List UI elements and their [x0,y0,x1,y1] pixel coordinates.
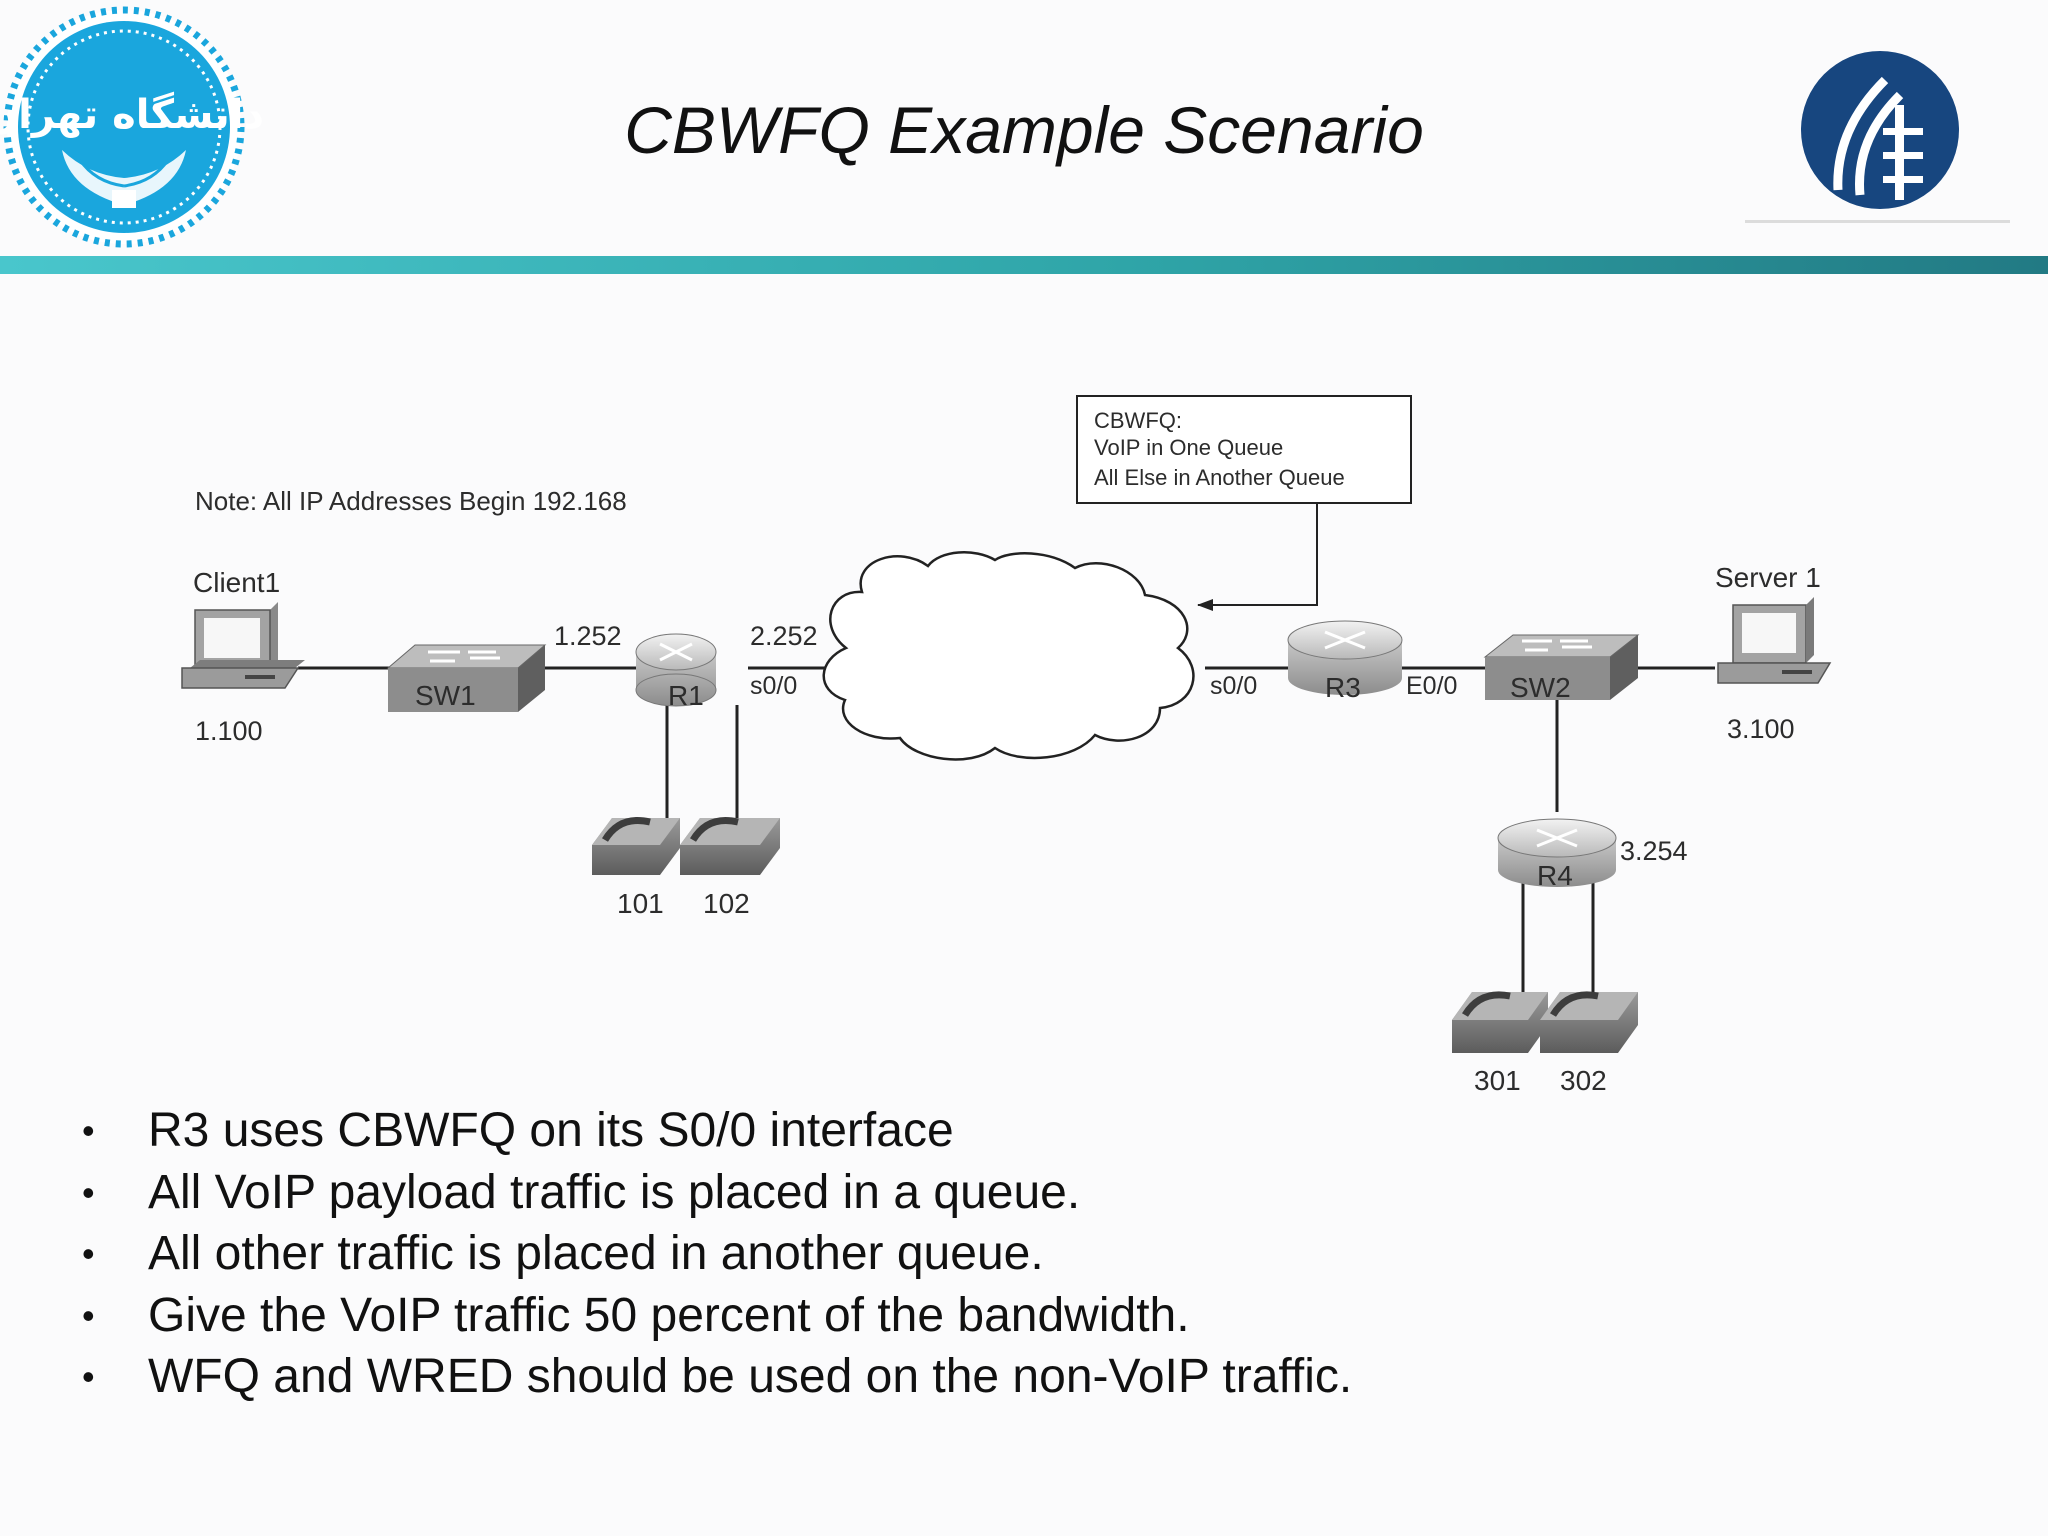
r3-router-icon [1287,620,1403,695]
r1-router-icon [635,633,717,707]
bullet-item: • All other traffic is placed in another … [82,1223,1352,1285]
server1-address: 3.100 [1727,714,1795,744]
cbwfq-callout: CBWFQ: VoIP in One Queue All Else in Ano… [1076,395,1412,611]
r1-wan-address: 2.252 [750,621,818,651]
callout-line-2: VoIP in One Queue [1094,435,1283,460]
bullet-text: All other traffic is placed in another q… [148,1227,1044,1280]
callout-arrow [1197,503,1318,611]
sw1-label: SW1 [415,680,476,711]
server1-computer-icon [1717,597,1832,684]
sw2-label: SW2 [1510,672,1571,703]
sw1-switch-icon [386,644,547,712]
r4-label: R4 [1537,860,1573,891]
header-divider [0,256,2048,274]
callout-line-3: All Else in Another Queue [1094,465,1345,490]
network-links [298,666,1715,992]
bullet-text: WFQ and WRED should be used on the non-V… [148,1350,1353,1403]
ip-phone-102-icon [680,817,780,875]
r1-wan-interface: s0/0 [750,672,797,700]
r1-label: R1 [668,680,704,711]
server1-label: Server 1 [1715,562,1821,593]
r4-router-icon [1497,818,1617,887]
bullet-dot: • [82,1110,95,1151]
institute-logo-icon [1745,51,2010,223]
bullet-item: • R3 uses CBWFQ on its S0/0 interface [82,1100,1352,1162]
phone-101-label: 101 [617,888,664,919]
bullet-item: • WFQ and WRED should be used on the non-… [82,1346,1352,1408]
bullet-dot: • [82,1294,95,1336]
r3-wan-interface: s0/0 [1210,672,1257,700]
bullet-text: All VoIP payload traffic is placed in a … [148,1165,1081,1219]
bullet-item: • All VoIP payload traffic is placed in a… [82,1162,1352,1224]
phone-302-label: 302 [1560,1065,1607,1096]
ip-phone-301-icon [1452,991,1548,1053]
wan-cloud [822,551,1195,761]
ip-phone-302-icon [1540,991,1638,1053]
client1-computer-icon [181,602,305,689]
bullet-text: R3 uses CBWFQ on its S0/0 interface [148,1104,954,1157]
slide-title: CBWFQ Example Scenario [624,93,1424,167]
university-seal-text: دانشگاه تهران [0,91,264,138]
bullet-list: • R3 uses CBWFQ on its S0/0 interface • Al… [82,1100,1352,1408]
client1-address: 1.100 [195,716,263,746]
bullet-item: • Give the VoIP traffic 50 percent of the… [82,1285,1352,1347]
phone-102-label: 102 [703,888,750,919]
bullet-text: Give the VoIP traffic 50 percent of the … [148,1288,1190,1342]
r1-lan-address: 1.252 [554,621,622,651]
r4-address: 3.254 [1620,836,1688,866]
university-seal-icon: دانشگاه تهران [0,6,264,248]
callout-line-1: CBWFQ: [1094,408,1182,433]
r3-label: R3 [1325,672,1361,703]
sw2-switch-icon [1483,634,1640,700]
r3-lan-interface: E0/0 [1406,672,1457,700]
client1-label: Client1 [193,567,280,598]
phone-301-label: 301 [1474,1065,1521,1096]
bullet-dot: • [82,1233,95,1274]
ip-note: Note: All IP Addresses Begin 192.168 [195,486,627,516]
ip-phone-101-icon [592,817,680,875]
bullet-dot: • [82,1171,95,1213]
bullet-dot: • [82,1356,95,1397]
